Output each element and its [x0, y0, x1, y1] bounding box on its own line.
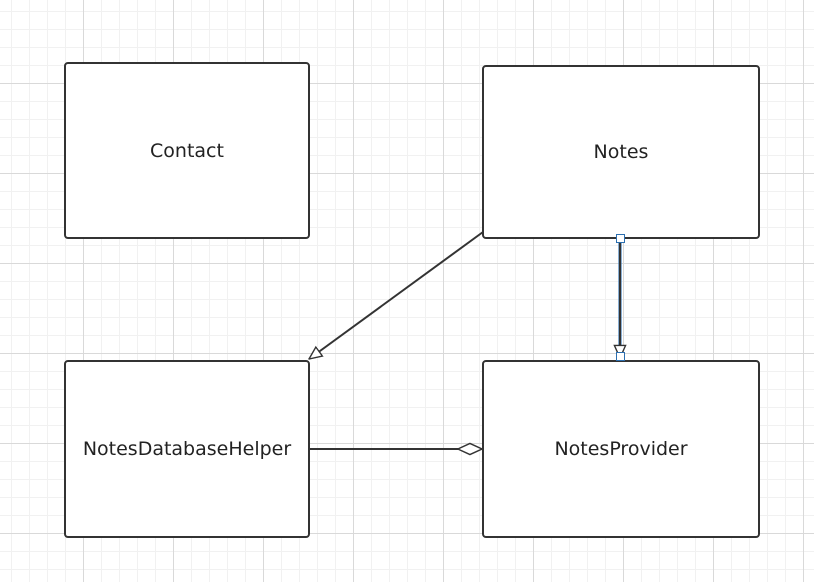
class-node-label: NotesDatabaseHelper [82, 438, 292, 460]
edge-source-handle[interactable] [616, 234, 625, 243]
class-node-notes[interactable]: Notes [482, 65, 760, 239]
class-node-notes-provider[interactable]: NotesProvider [482, 360, 760, 538]
edge-notes-to-helper[interactable] [309, 231, 484, 359]
class-node-contact[interactable]: Contact [64, 62, 310, 239]
class-node-label: NotesProvider [554, 438, 688, 460]
class-node-label: Contact [150, 139, 224, 162]
class-node-notes-database-helper[interactable]: NotesDatabaseHelper [64, 360, 310, 538]
class-node-label: Notes [593, 141, 649, 163]
edge-target-handle[interactable] [616, 352, 625, 361]
